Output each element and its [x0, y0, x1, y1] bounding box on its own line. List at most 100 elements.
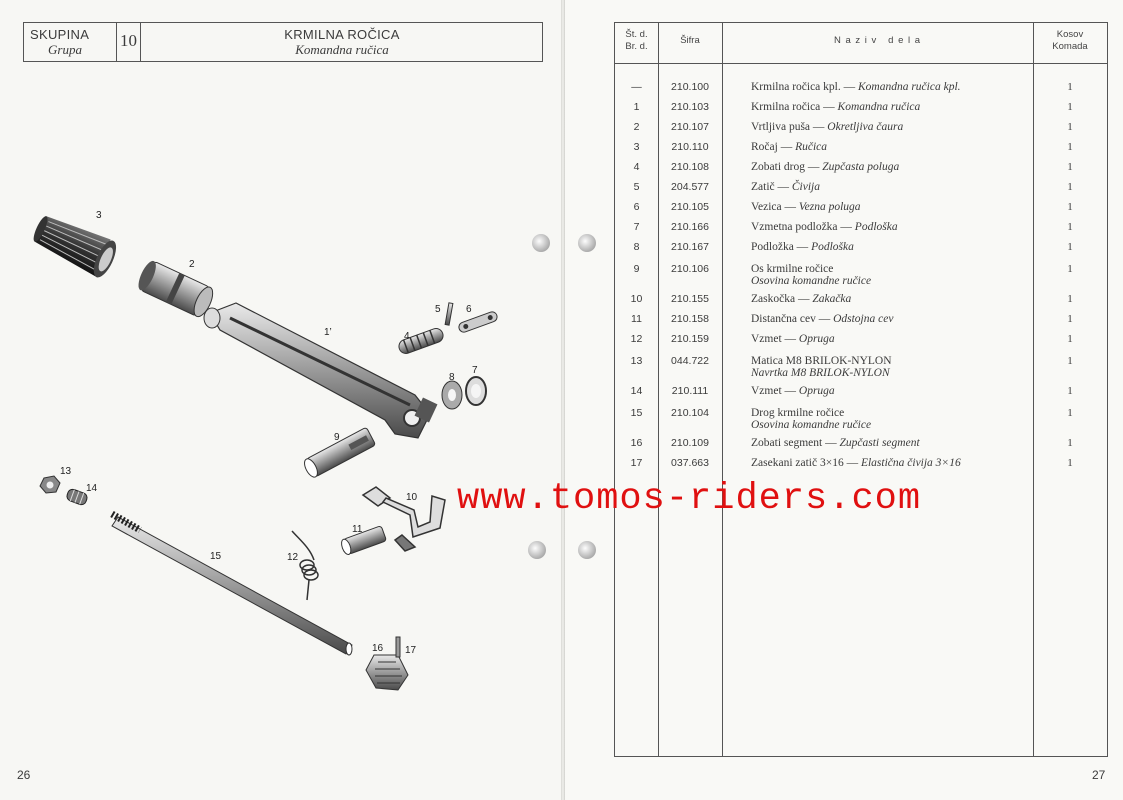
part-name-primary: Os krmilne ročice [751, 263, 834, 275]
page-title-alt: Komandna ručica [295, 42, 389, 57]
punch-hole [578, 234, 596, 252]
part-code: 210.109 [671, 437, 709, 449]
group-label-alt: Grupa [48, 42, 82, 57]
part-code: 204.577 [671, 181, 709, 193]
row-number: 16 [630, 437, 643, 449]
part-name-primary: Drog krmilne ročice [751, 407, 845, 419]
part-code: 210.100 [671, 81, 709, 93]
part-name-translation: Podloška [854, 221, 898, 233]
row-number: 3 [633, 141, 640, 153]
row-number: 13 [630, 355, 643, 367]
label-10: 10 [406, 492, 418, 503]
row-number: — [631, 81, 642, 93]
part-name-primary: Krmilna ročica — [751, 101, 838, 113]
part-name: Vrtljiva puša — Okretljiva čaura [751, 121, 1031, 133]
quantity: 1 [1067, 161, 1073, 173]
part-control-lever [203, 302, 438, 439]
part-latch [361, 486, 446, 552]
part-code: 044.722 [671, 355, 709, 367]
group-label: SKUPINA [30, 27, 90, 42]
label-14: 14 [86, 483, 98, 494]
part-name-translation: Opruga [798, 385, 835, 397]
label-4: 4 [404, 331, 410, 342]
label-9: 9 [334, 432, 340, 443]
part-name: Podložka — Podloška [751, 241, 1031, 253]
part-spacer-tube [341, 525, 387, 555]
label-12: 12 [287, 552, 299, 563]
quantity: 1 [1067, 121, 1073, 133]
part-link-plate [458, 311, 498, 333]
part-code: 210.158 [671, 313, 709, 325]
part-name: Zasekani zatič 3×16 — Elastična čivija 3… [751, 457, 1031, 469]
quantity: 1 [1067, 385, 1073, 397]
part-code: 210.166 [671, 221, 709, 233]
col-no-header: Št. d. [625, 29, 648, 40]
quantity: 1 [1067, 101, 1073, 113]
quantity: 1 [1067, 181, 1073, 193]
part-name-primary: Zatič — [751, 181, 792, 193]
part-name: Zaskočka — Zakačka [751, 293, 1031, 305]
row-number: 9 [633, 263, 640, 275]
row-number: 8 [633, 241, 640, 253]
part-code: 210.107 [671, 121, 709, 133]
part-name-translation: Zupčasta poluga [822, 161, 900, 173]
part-small-spring [66, 488, 88, 506]
part-name: Ročaj — Ručica [751, 141, 1031, 153]
part-lever-axle [304, 427, 376, 478]
part-code: 210.110 [671, 141, 709, 153]
part-code: 210.159 [671, 333, 709, 345]
part-labels: 3 2 1’ 4 5 6 7 8 9 10 11 12 13 14 15 16 … [60, 210, 478, 656]
col-name-header: N a z i v d e l a [833, 35, 922, 46]
part-name: Zobati segment — Zupčasti segment [751, 437, 1031, 449]
part-name-primary: Vzmet — [751, 385, 799, 397]
quantity: 1 [1067, 333, 1073, 345]
part-name: Krmilna ročica — Komandna ručica [751, 101, 1031, 113]
quantity: 1 [1067, 457, 1073, 469]
part-name: Distančna cev — Odstojna cev [751, 313, 1031, 325]
quantity: 1 [1067, 355, 1073, 367]
part-code: 037.663 [671, 457, 709, 469]
part-name-primary: Podložka — [751, 241, 812, 253]
row-number: 17 [630, 457, 643, 469]
part-name-primary: Vzmet — [751, 333, 799, 345]
label-3: 3 [96, 210, 102, 221]
part-name: Vzmet — Opruga [751, 333, 1031, 345]
part-code: 210.111 [671, 385, 709, 397]
part-name-primary: Ročaj — [751, 141, 796, 153]
row-number: 14 [630, 385, 643, 397]
row-number: 2 [633, 121, 640, 133]
quantity: 1 [1067, 313, 1073, 325]
row-number: 11 [631, 313, 642, 325]
part-name: Zatič — Čivija [751, 181, 1031, 193]
quantity: 1 [1067, 221, 1073, 233]
col-no-header-alt: Br. d. [625, 41, 648, 52]
col-qty-header: Kosov [1056, 29, 1084, 40]
exploded-parts-diagram: 3 2 1’ 4 5 6 7 8 9 10 11 12 13 14 15 16 … [33, 210, 498, 691]
quantity: 1 [1067, 407, 1073, 419]
part-washer [441, 380, 463, 410]
part-code: 210.103 [671, 101, 709, 113]
part-name-translation: Zupčasti segment [839, 437, 920, 449]
punch-hole [528, 541, 546, 559]
row-number: 5 [633, 181, 640, 193]
part-name-translation-line2: Osovina komandne ručice [751, 419, 872, 431]
row-number: 15 [630, 407, 643, 419]
part-slotted-pin [395, 636, 401, 658]
label-2: 2 [189, 259, 195, 270]
row-number: 12 [630, 333, 643, 345]
group-header: SKUPINA Grupa 10 KRMILNA ROČICA Komandna… [23, 22, 543, 62]
label-15: 15 [210, 551, 222, 562]
row-number: 6 [633, 201, 640, 213]
page-title: KRMILNA ROČICA [284, 27, 400, 42]
label-16: 16 [372, 643, 384, 654]
right-page [563, 0, 1123, 800]
page-number-left: 26 [17, 768, 31, 782]
col-code-header: Šifra [680, 35, 700, 46]
part-name-primary: Krmilna ročica kpl. — [751, 81, 858, 93]
part-name-primary: Vzmetna podložka — [751, 221, 855, 233]
part-rotating-sleeve [138, 260, 214, 318]
part-name-translation: Ručica [795, 141, 828, 153]
part-name-translation: Opruga [798, 333, 835, 345]
